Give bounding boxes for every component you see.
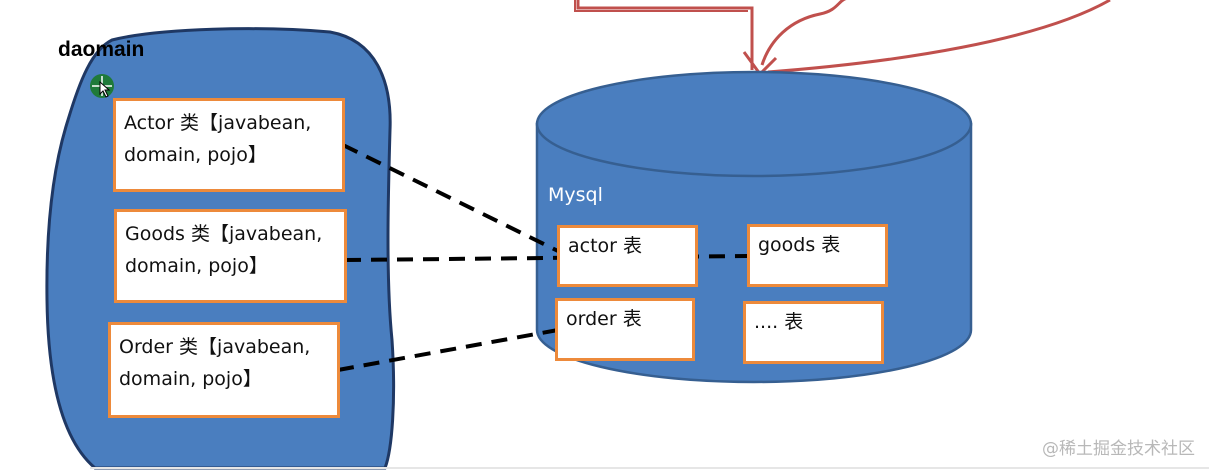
- table-box-more[interactable]: .... 表: [743, 301, 884, 364]
- connector-actor: [342, 143, 561, 254]
- class-label-line1: Order 类【javabean,: [119, 336, 311, 358]
- class-label-line2: domain, pojo】: [119, 368, 262, 390]
- table-box-order[interactable]: order 表: [555, 298, 695, 361]
- table-label: goods 表: [758, 234, 841, 256]
- class-label-line1: Goods 类【javabean,: [125, 223, 323, 245]
- table-label: .... 表: [754, 311, 804, 333]
- connector-goods: [344, 254, 749, 262]
- class-box-goods[interactable]: Goods 类【javabean, domain, pojo】: [114, 209, 347, 303]
- curved-arrow-line: [760, 0, 847, 66]
- database-label: Mysql: [548, 184, 603, 206]
- top-arrow-line: [576, 0, 754, 70]
- class-box-actor[interactable]: Actor 类【javabean, domain, pojo】: [113, 98, 345, 192]
- class-label-line1: Actor 类【javabean,: [124, 112, 312, 134]
- domain-title: daomain: [58, 38, 145, 61]
- connector-order: [337, 328, 559, 372]
- table-box-goods[interactable]: goods 表: [747, 224, 888, 287]
- move-cursor-icon: [88, 72, 116, 100]
- top-arrow-line-outer: [574, 0, 748, 12]
- watermark: @稀土掘金技术社区: [1042, 439, 1195, 459]
- class-box-order[interactable]: Order 类【javabean, domain, pojo】: [108, 322, 340, 418]
- long-curve-line: [767, 0, 1111, 74]
- database-cylinder-top: [535, 70, 973, 178]
- class-label-line2: domain, pojo】: [124, 144, 267, 166]
- table-box-actor[interactable]: actor 表: [557, 225, 698, 287]
- table-label: actor 表: [568, 235, 643, 257]
- class-label-line2: domain, pojo】: [125, 255, 268, 277]
- table-label: order 表: [566, 308, 642, 330]
